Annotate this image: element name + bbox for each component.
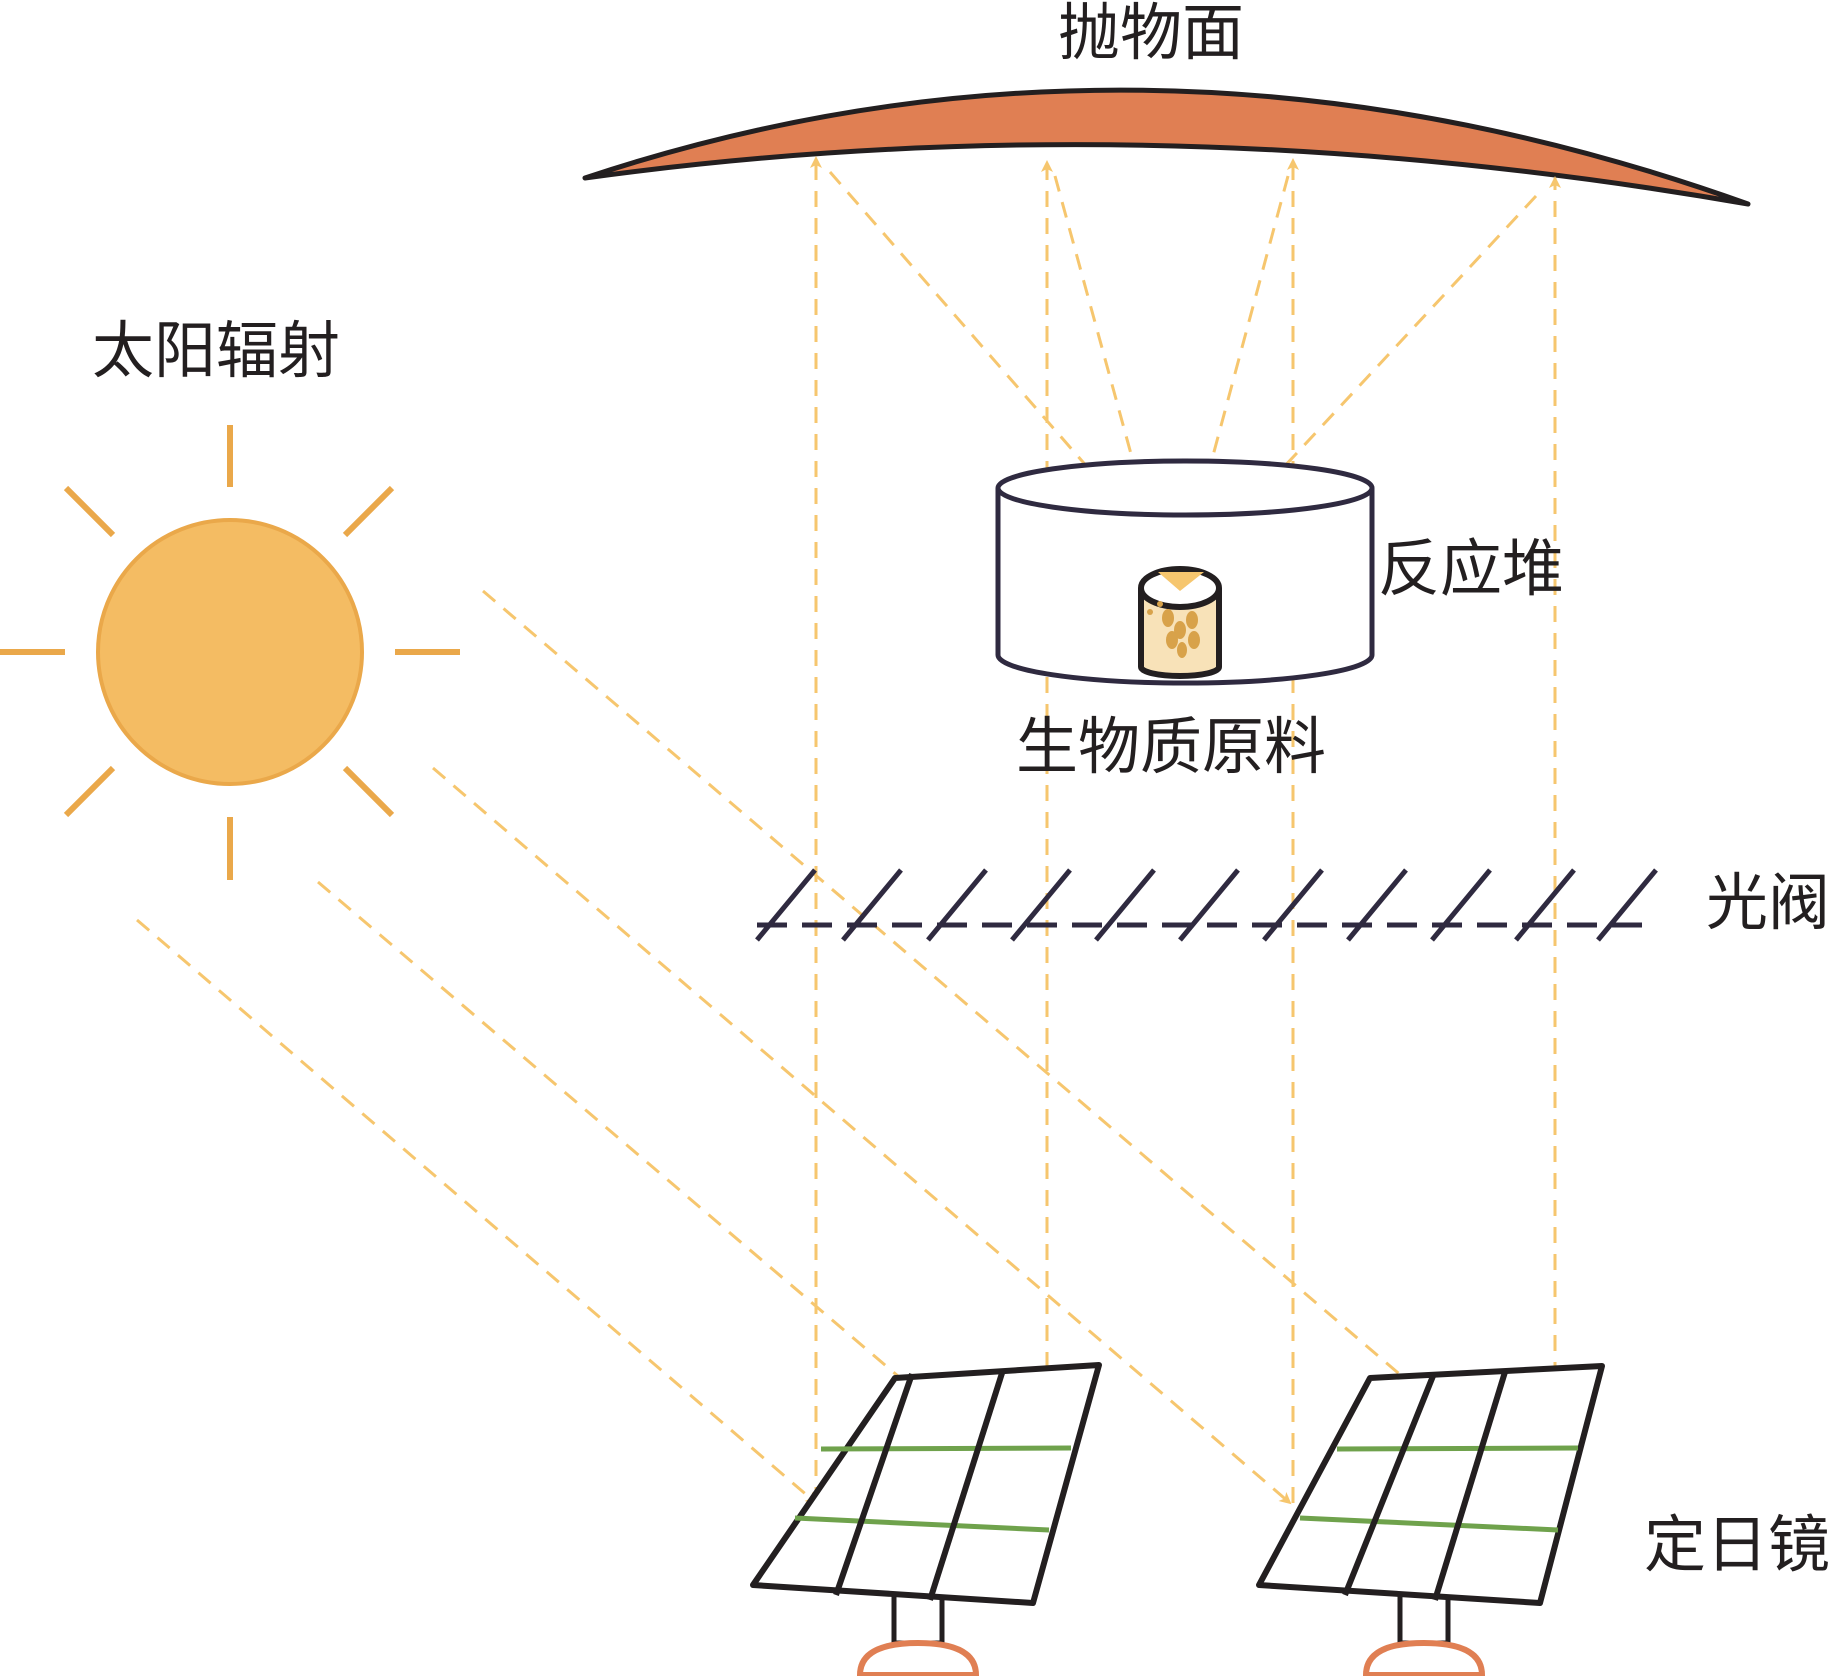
paraboloid-label: 抛物面 (1058, 0, 1245, 69)
incident-ray (482, 589, 1564, 1515)
light-valve-label: 光阀 (1706, 866, 1830, 939)
heliostat-2 (1256, 1363, 1605, 1676)
focused-ray (828, 171, 1166, 556)
light-rays (136, 156, 1564, 1515)
incident-ray (136, 918, 818, 1505)
incident-ray (432, 766, 1292, 1505)
heliostat-1 (750, 1362, 1102, 1676)
wheat-icon (1147, 601, 1200, 658)
biomass-label: 生物质原料 (1016, 710, 1327, 783)
biomass-container-icon (1138, 566, 1222, 679)
solar-radiation-label: 太阳辐射 (92, 314, 341, 387)
reactor-label: 反应堆 (1378, 532, 1565, 605)
light-valve (755, 868, 1658, 942)
heliostat-label: 定日镜 (1644, 1508, 1830, 1581)
paraboloid-dish (582, 87, 1751, 207)
sun-icon (0, 425, 460, 880)
